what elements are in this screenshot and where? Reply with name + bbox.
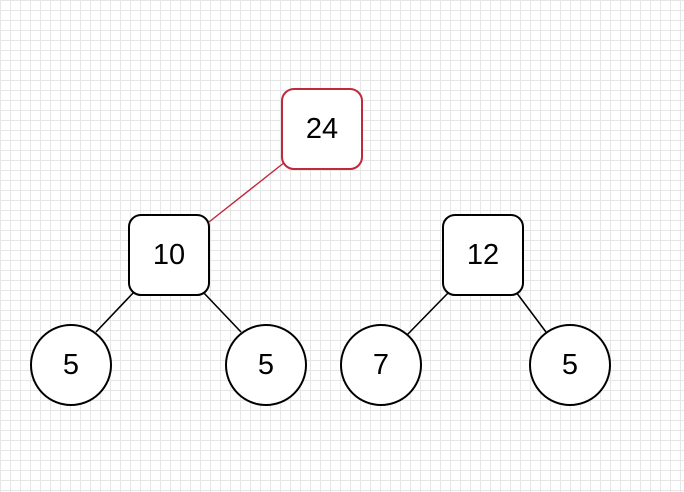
edge-root-to-left-parent xyxy=(208,161,286,223)
edge-right-parent-to-right-leaf-2 xyxy=(515,291,547,333)
node-left-parent: 10 xyxy=(128,214,210,296)
edge-left-parent-to-left-leaf-1 xyxy=(95,291,135,333)
node-left-leaf-2: 5 xyxy=(225,324,307,406)
node-right-leaf-2: 5 xyxy=(529,324,611,406)
edge-left-parent-to-left-leaf-2 xyxy=(202,291,242,333)
node-root: 24 xyxy=(281,88,363,170)
node-right-parent: 12 xyxy=(442,214,524,296)
edge-right-parent-to-right-leaf-1 xyxy=(405,291,450,337)
node-left-leaf-1: 5 xyxy=(30,324,112,406)
node-right-leaf-1: 7 xyxy=(340,324,422,406)
